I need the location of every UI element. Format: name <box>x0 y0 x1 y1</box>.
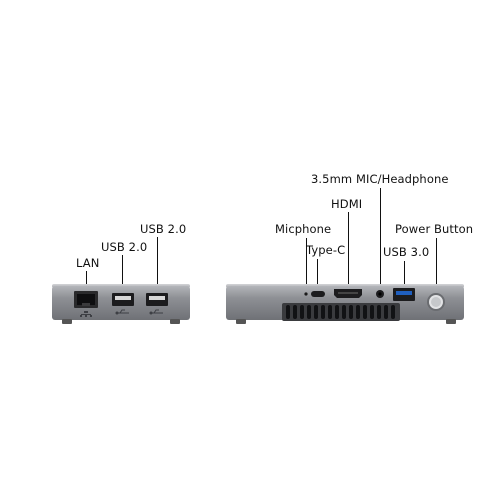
leader-mic <box>306 238 307 290</box>
label-power: Power Button <box>395 222 474 236</box>
leader-typec <box>317 259 318 290</box>
vent-grille <box>282 303 400 321</box>
leader-audio <box>380 188 381 288</box>
label-lan: LAN <box>76 256 100 270</box>
right-device <box>226 284 464 324</box>
label-usb2-right: USB 2.0 <box>140 222 187 236</box>
usb-icon-left <box>115 309 129 315</box>
leader-hdmi <box>348 212 349 288</box>
lan-port <box>74 291 98 308</box>
typec-port <box>311 291 325 297</box>
mic-hole <box>304 292 308 296</box>
leader-usb2-right <box>157 237 158 293</box>
label-hdmi: HDMI <box>331 197 363 211</box>
leader-power <box>436 238 437 293</box>
label-mic: Micphone <box>275 222 332 236</box>
network-icon <box>80 311 92 317</box>
leader-lan <box>86 271 87 289</box>
label-usb3: USB 3.0 <box>383 245 430 259</box>
hdmi-port <box>334 289 362 298</box>
power-button <box>427 293 445 311</box>
leader-usb3 <box>404 261 405 287</box>
left-device <box>52 284 190 324</box>
usb-icon-right <box>149 309 163 315</box>
label-audio: 3.5mm MIC/Headphone <box>311 172 449 186</box>
leader-usb2-left <box>122 255 123 293</box>
usb2-port-left <box>112 293 134 306</box>
usb3-port <box>393 288 415 301</box>
usb2-port-right <box>146 293 168 306</box>
label-usb2-left: USB 2.0 <box>101 240 148 254</box>
label-typec: Type-C <box>306 243 346 257</box>
audio-jack <box>376 290 384 298</box>
